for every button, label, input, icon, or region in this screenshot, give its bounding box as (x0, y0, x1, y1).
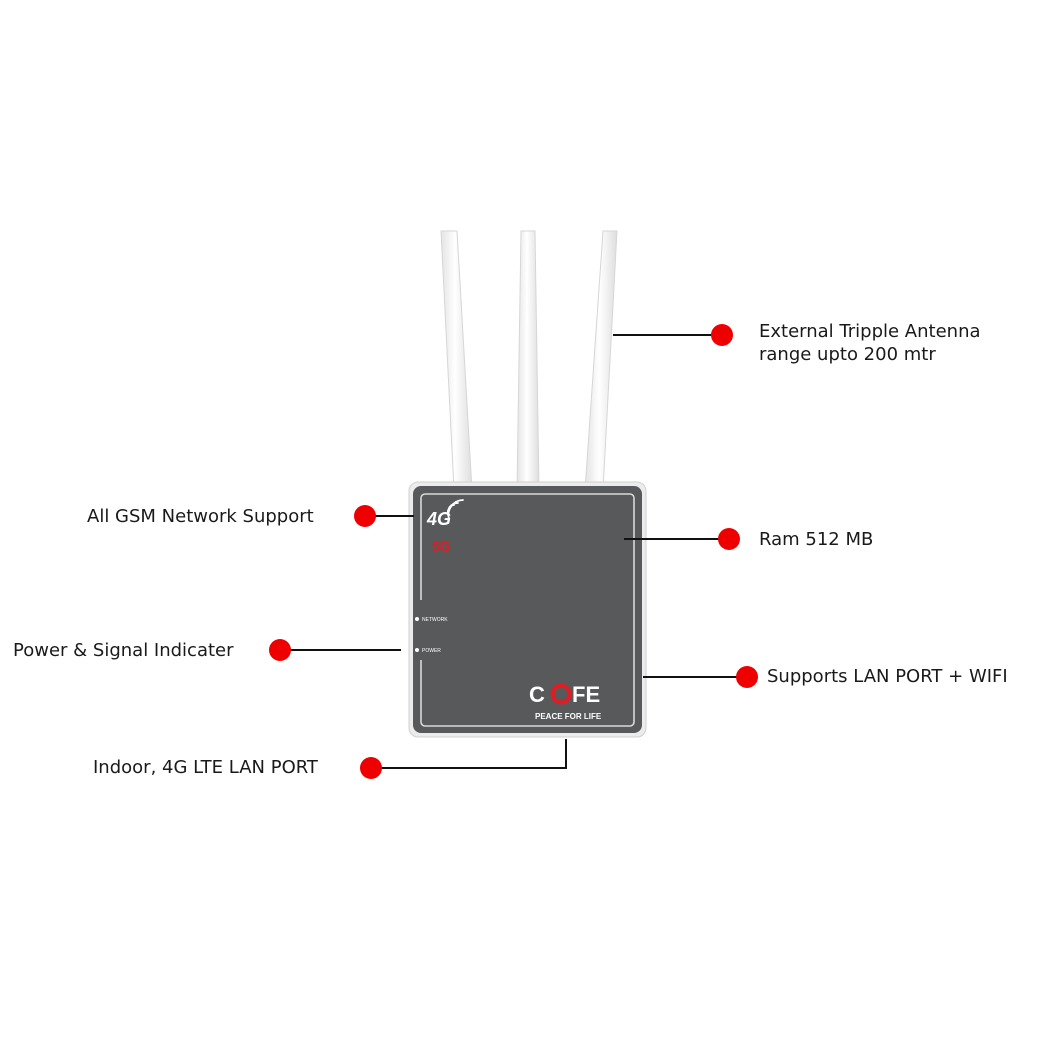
dot-gsm (354, 505, 376, 527)
power-led (415, 648, 419, 652)
dot-lan (736, 666, 758, 688)
badge-4g: 4G (426, 509, 451, 529)
antenna-left (440, 230, 473, 491)
callout-lan-wifi: Supports LAN PORT + WIFI (767, 666, 1008, 687)
callout-dots (269, 324, 758, 779)
lte-badge: 4G 5G (426, 499, 464, 554)
antennas (440, 230, 618, 491)
logo-letter-c: C (529, 682, 545, 707)
dot-indoor (360, 757, 382, 779)
antenna-right (584, 230, 618, 491)
network-led-label: NETWORK (422, 617, 448, 623)
led-indicators: NETWORK POWER (415, 617, 448, 654)
callout-indoor: Indoor, 4G LTE LAN PORT (93, 757, 318, 778)
signal-waves-icon (446, 499, 464, 520)
callout-antenna-line2: range upto 200 mtr (759, 344, 936, 365)
dot-power (269, 639, 291, 661)
power-led-label: POWER (422, 648, 441, 654)
router-body: 4G 5G NETWORK POWER C FE PEACE (408, 481, 647, 738)
network-led (415, 617, 419, 621)
logo-letters-fe: FE (572, 682, 600, 707)
callout-ram: Ram 512 MB (759, 529, 874, 550)
logo-tagline: PEACE FOR LIFE (535, 712, 602, 721)
dot-antenna (711, 324, 733, 346)
leader-line-indoor (371, 739, 567, 769)
logo-o-ring-icon (550, 683, 572, 705)
callout-gsm: All GSM Network Support (87, 506, 314, 527)
callout-antenna-line1: External Tripple Antenna (759, 321, 981, 342)
badge-5g: 5G (432, 538, 451, 554)
callout-antenna: External Tripple Antenna range upto 200 … (759, 320, 981, 366)
callout-power-signal: Power & Signal Indicater (13, 640, 234, 661)
antenna-middle (516, 230, 540, 491)
dot-ram (718, 528, 740, 550)
brand-logo: C FE PEACE FOR LIFE (529, 682, 602, 721)
